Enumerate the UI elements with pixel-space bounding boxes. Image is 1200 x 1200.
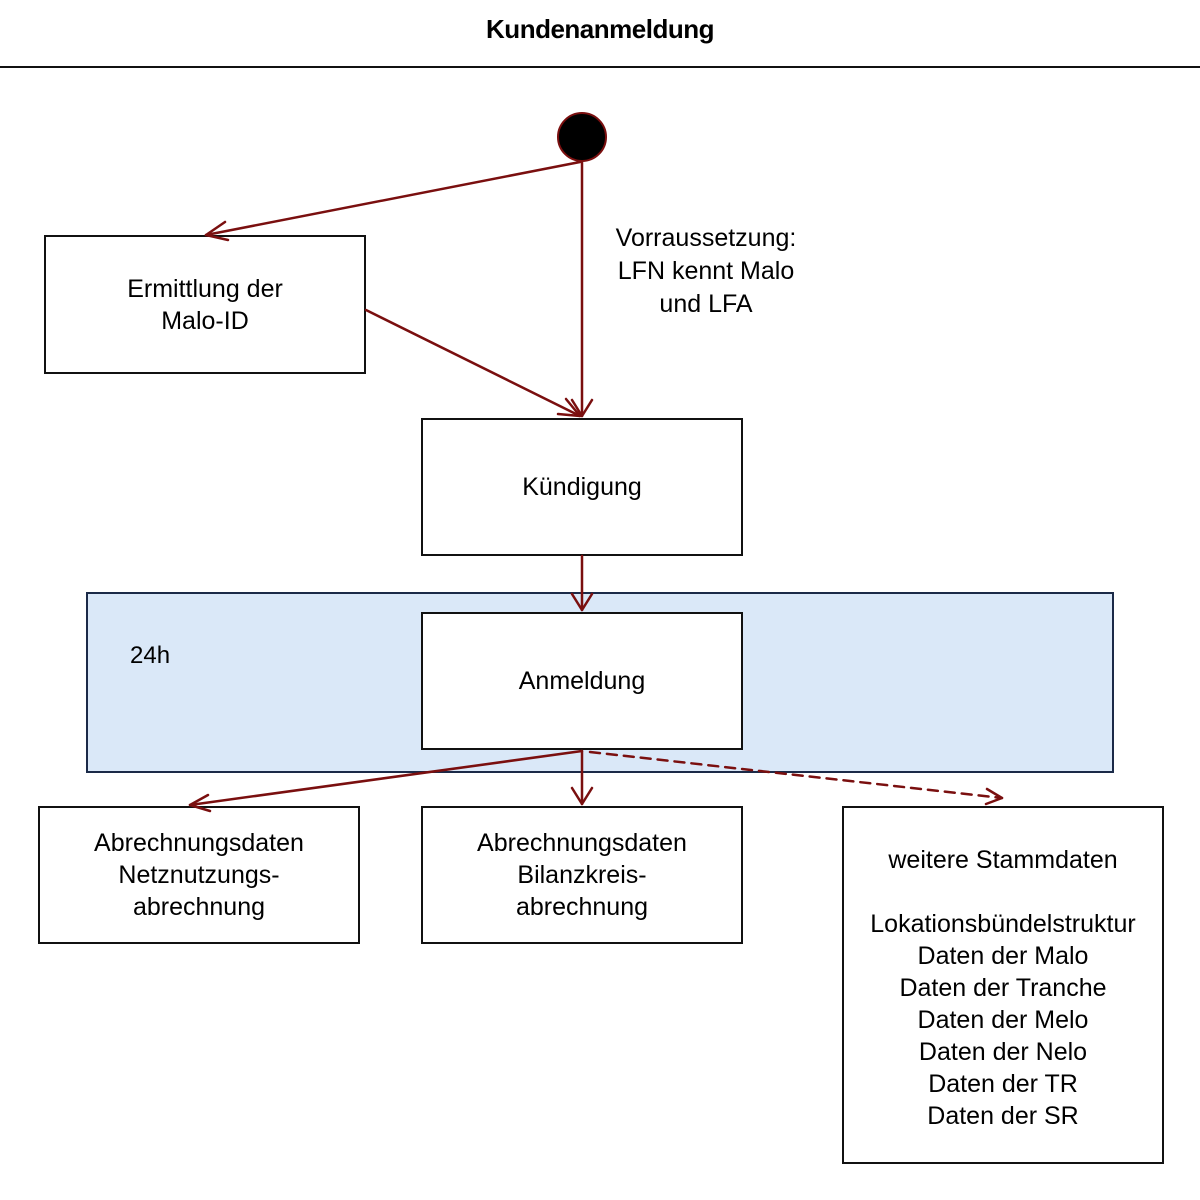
swimlane-label: 24h bbox=[130, 642, 171, 669]
node-label: Ermittlung der Malo-ID bbox=[127, 274, 283, 335]
node-abrechnungsdaten-bilanzkreis[interactable]: Abrechnungsdaten Bilanzkreis- abrechnung bbox=[421, 806, 743, 944]
edge-anmeldung-to-stammdaten bbox=[588, 750, 1004, 806]
diagram-title: Kundenanmeldung bbox=[486, 14, 714, 44]
node-label: Abrechnungsdaten Bilanzkreis- abrechnung bbox=[477, 829, 687, 921]
edge-start-to-ermittlung bbox=[204, 160, 582, 242]
arrowhead-icon bbox=[204, 220, 230, 242]
arrowhead-icon bbox=[984, 787, 1004, 806]
arrowhead-icon bbox=[556, 397, 582, 418]
node-label: Anmeldung bbox=[518, 667, 646, 695]
stammdaten-item: Daten der TR bbox=[928, 1070, 1078, 1098]
stammdaten-item: Lokationsbündelstruktur bbox=[870, 910, 1136, 938]
edge-ermittlung-to-kuendigung bbox=[364, 308, 582, 418]
edge-anmeldung-to-netznutzung bbox=[188, 749, 584, 813]
stammdaten-item: Daten der Melo bbox=[917, 1006, 1089, 1034]
stammdaten-item: Daten der SR bbox=[927, 1102, 1079, 1130]
stammdaten-item: Daten der Nelo bbox=[918, 1038, 1088, 1066]
precondition-note: Vorraussetzung: LFN kennt Malo und LFA bbox=[615, 224, 797, 318]
edge-start-to-kuendigung bbox=[570, 160, 594, 418]
stammdaten-item: Daten der Malo bbox=[917, 942, 1089, 970]
node-anmeldung[interactable]: Anmeldung bbox=[421, 612, 743, 750]
arrowhead-icon bbox=[570, 786, 594, 806]
arrowhead-icon bbox=[188, 793, 212, 813]
node-label: Kündigung bbox=[522, 473, 642, 501]
edge-kuendigung-to-anmeldung bbox=[570, 554, 594, 612]
node-ermittlung-malo-id[interactable]: Ermittlung der Malo-ID bbox=[44, 235, 366, 374]
node-weitere-stammdaten[interactable]: weitere Stammdaten Lokationsbündelstrukt… bbox=[842, 806, 1164, 1164]
start-node[interactable] bbox=[557, 112, 607, 162]
arrowhead-icon bbox=[570, 398, 594, 418]
arrowhead-icon bbox=[570, 592, 594, 612]
node-kuendigung[interactable]: Kündigung bbox=[421, 418, 743, 556]
stammdaten-item: Daten der Tranche bbox=[899, 974, 1107, 1002]
edge-anmeldung-to-bilanzkreis bbox=[570, 749, 594, 806]
node-label: Abrechnungsdaten Netznutzungs- abrechnun… bbox=[94, 829, 304, 921]
stammdaten-heading: weitere Stammdaten bbox=[888, 846, 1118, 874]
title-divider bbox=[0, 66, 1200, 68]
